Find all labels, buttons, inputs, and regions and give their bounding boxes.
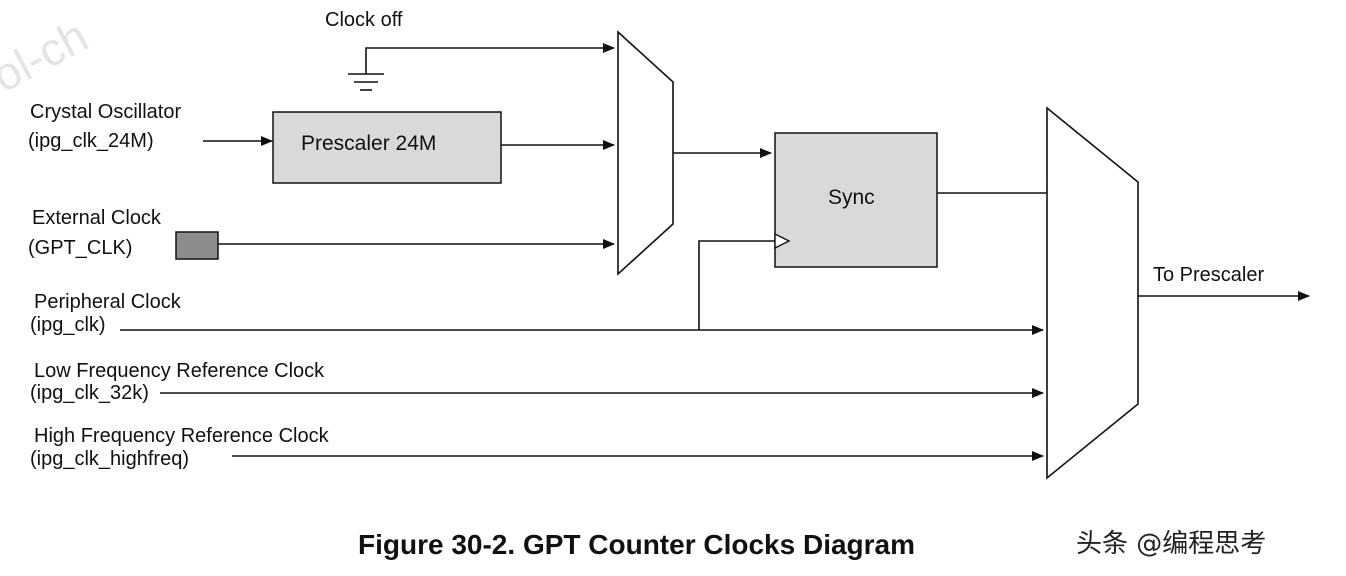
external-clock-signal: (GPT_CLK) — [28, 237, 132, 259]
external-clock-label: External Clock — [32, 207, 162, 229]
sync-clock-wire — [698, 240, 775, 330]
high-freq-label: High Frequency Reference Clock — [34, 425, 330, 447]
crystal-osc-label: Crystal Oscillator — [30, 101, 181, 123]
sync-label: Sync — [828, 186, 875, 209]
prescaler-24m-block — [272, 111, 502, 184]
background-watermark: ol-ch — [0, 9, 96, 102]
crystal-osc-signal: (ipg_clk_24M) — [28, 130, 154, 152]
clock-off-wire — [365, 43, 615, 74]
gpt-clk-pad — [175, 231, 219, 260]
figure-caption: Figure 30-2. GPT Counter Clocks Diagram — [358, 529, 915, 560]
ground-icon — [348, 73, 384, 91]
site-watermark: 头条 @编程思考 — [1076, 529, 1266, 559]
clock-off-label: Clock off — [325, 9, 403, 31]
peripheral-clock-signal: (ipg_clk) — [30, 314, 106, 336]
prescaler-24m-label: Prescaler 24M — [301, 132, 436, 155]
input-mux — [617, 30, 674, 276]
output-mux — [1046, 106, 1139, 480]
to-prescaler-label: To Prescaler — [1153, 264, 1264, 286]
sync-block — [774, 132, 938, 268]
low-freq-signal: (ipg_clk_32k) — [30, 382, 149, 404]
low-freq-label: Low Frequency Reference Clock — [34, 360, 325, 382]
high-freq-signal: (ipg_clk_highfreq) — [30, 448, 189, 470]
peripheral-clock-label: Peripheral Clock — [34, 291, 182, 313]
